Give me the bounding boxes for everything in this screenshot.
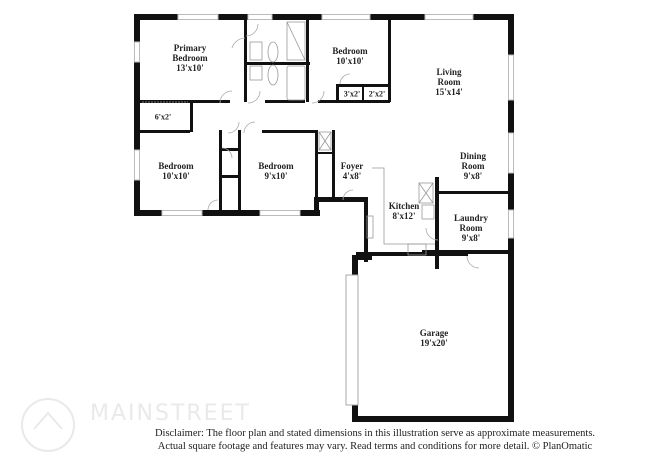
room-size: 3'x2' bbox=[343, 89, 361, 99]
mainstreet-logo-watermark: MAINSTREET bbox=[20, 395, 260, 455]
room-name: Living bbox=[436, 67, 462, 77]
room-living-room: Living Room 15'x14' bbox=[435, 67, 463, 97]
room-name: Room bbox=[437, 77, 461, 87]
room-name: Kitchen bbox=[388, 201, 420, 211]
room-primary-bedroom: Primary Bedroom 13'x10' bbox=[172, 43, 207, 73]
room-name: Bedroom bbox=[158, 161, 194, 171]
room-closet-primary: 6'x2' bbox=[155, 113, 171, 122]
room-closet-a: 3'x2' bbox=[344, 90, 360, 99]
room-kitchen: Kitchen 8'x12' bbox=[389, 201, 420, 221]
room-size: 8'x12' bbox=[392, 211, 416, 221]
room-name: Bedroom bbox=[172, 53, 208, 63]
room-size: 10'x10' bbox=[336, 56, 364, 66]
doors bbox=[207, 23, 480, 269]
room-size: 9'x10' bbox=[264, 171, 288, 181]
room-name: Primary bbox=[173, 43, 207, 53]
room-size: 15'x14' bbox=[435, 87, 463, 97]
room-name: Room bbox=[459, 223, 483, 233]
room-size: 10'x10' bbox=[162, 171, 190, 181]
room-name: Dining bbox=[459, 151, 487, 161]
logo-circle-icon bbox=[21, 398, 75, 452]
watermark-text: MAINSTREET bbox=[90, 401, 251, 426]
room-size: 9'x8' bbox=[461, 233, 481, 243]
room-name: Room bbox=[461, 161, 485, 171]
room-bedroom-mid: Bedroom 9'x10' bbox=[258, 161, 293, 181]
room-size: 19'x20' bbox=[420, 338, 448, 348]
room-name: Bedroom bbox=[258, 161, 294, 171]
disclaimer: Disclaimer: The floor plan and stated di… bbox=[0, 427, 650, 453]
disclaimer-line-1: Disclaimer: The floor plan and stated di… bbox=[154, 428, 596, 439]
room-bedroom-top: Bedroom 10'x10' bbox=[332, 46, 367, 66]
room-size: 13'x10' bbox=[176, 63, 204, 73]
room-size: 4'x8' bbox=[342, 171, 362, 181]
room-bedroom-left: Bedroom 10'x10' bbox=[158, 161, 193, 181]
room-size: 6'x2' bbox=[154, 112, 172, 122]
room-garage: Garage 19'x20' bbox=[420, 328, 449, 348]
room-foyer: Foyer 4'x8' bbox=[341, 161, 364, 181]
room-closet-b: 2'x2' bbox=[369, 90, 385, 99]
room-name: Bedroom bbox=[332, 46, 368, 56]
room-name: Garage bbox=[419, 328, 449, 338]
room-dining-room: Dining Room 9'x8' bbox=[460, 151, 486, 181]
room-name: Laundry bbox=[453, 213, 489, 223]
disclaimer-line-2: Actual square footage and features may v… bbox=[157, 441, 593, 452]
interior-walls bbox=[140, 20, 512, 269]
fixtures bbox=[142, 21, 435, 256]
windows bbox=[134, 14, 514, 406]
room-laundry-room: Laundry Room 9'x8' bbox=[454, 213, 488, 243]
room-size: 2'x2' bbox=[368, 89, 386, 99]
room-size: 9'x8' bbox=[463, 171, 483, 181]
room-name: Foyer bbox=[340, 161, 364, 171]
